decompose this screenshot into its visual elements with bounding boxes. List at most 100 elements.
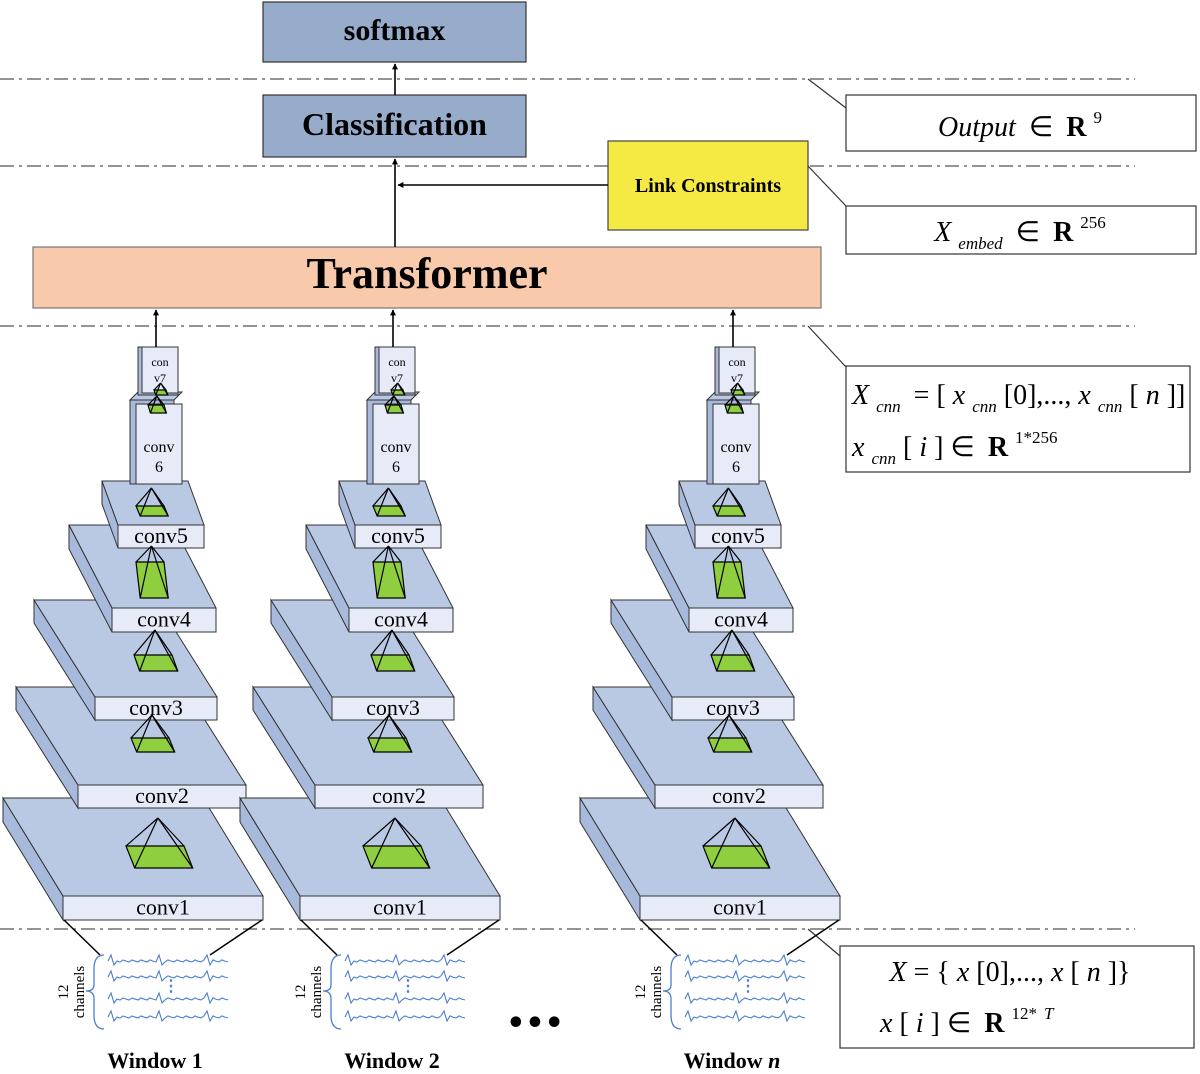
dimension-exponent: 9 xyxy=(1093,108,1102,127)
pointer-embed xyxy=(807,165,847,207)
n-symbol: n xyxy=(1146,380,1160,411)
conv5-layer: conv5 xyxy=(338,480,442,549)
cnn-subscript: cnn xyxy=(972,397,997,416)
window-label: Window 2 xyxy=(344,1048,440,1073)
layer-label: conv5 xyxy=(711,523,765,548)
cnn-subscript: cnn xyxy=(876,397,901,416)
layer-label: conv5 xyxy=(371,523,425,548)
i-symbol: i xyxy=(919,432,927,463)
window-connector xyxy=(209,919,263,956)
dimension-exponent: 1*256 xyxy=(1015,428,1058,447)
index-text: [0],..., xyxy=(976,957,1044,988)
layer-label: conv2 xyxy=(712,783,766,808)
kernel-pyramid xyxy=(147,395,168,414)
bracket: [ xyxy=(1129,380,1138,411)
layer-label: conv3 xyxy=(129,695,183,720)
column-ellipsis: ••• xyxy=(506,1006,564,1041)
real-set-symbol: R xyxy=(1066,112,1087,143)
x-symbol: x xyxy=(952,380,966,411)
conv6-label-line2: 6 xyxy=(155,459,163,476)
conv6-label-line2: 6 xyxy=(392,459,400,476)
layer-label: conv1 xyxy=(713,895,767,920)
row-ellipsis: ⋮ xyxy=(163,978,179,995)
conv6-label-line2: 6 xyxy=(732,459,740,476)
embed-annotation-box: X embed ∈ R 256 xyxy=(845,205,1197,256)
t-exponent: T xyxy=(1044,1004,1055,1023)
svg-text:x cnn [ i: x cnn [ i ] ∈ R 1*256 xyxy=(851,428,1058,471)
pointer-output xyxy=(807,78,847,109)
cnn-column: conv1conv2conv3conv4conv5conv6conv7⋮12ch… xyxy=(239,309,501,1073)
classification-block: Classification xyxy=(262,94,527,158)
cnn-column: conv1conv2conv3conv4conv5conv6conv7⋮12ch… xyxy=(2,309,264,1073)
kernel-pyramid xyxy=(707,714,753,753)
transformer-block: Transformer xyxy=(32,246,822,309)
bracket: [ xyxy=(903,432,912,463)
kernel-pyramid xyxy=(372,545,406,599)
kernel-pyramid xyxy=(370,629,416,672)
x-symbol: x xyxy=(956,957,970,988)
input-annotation-box: X = { x [0],..., x [ n ]} x [ i ] ∈ R 12… xyxy=(839,945,1195,1049)
real-set-symbol: R xyxy=(984,1008,1005,1039)
conv5-layer: conv5 xyxy=(101,480,205,549)
layer-label: conv1 xyxy=(373,895,427,920)
window-index: n xyxy=(768,1048,780,1073)
link-constraints-block: Link Constraints xyxy=(607,140,809,231)
equals-symbol: = [ xyxy=(914,380,946,411)
channels-label: 12channels xyxy=(56,966,88,1019)
channels-label: 12channels xyxy=(633,966,665,1019)
in-symbol: ∈ xyxy=(1029,112,1053,143)
dimension-exponent: 12* xyxy=(1012,1004,1038,1023)
conv7-label-line1: con xyxy=(388,355,405,369)
pointer-input xyxy=(807,928,841,957)
x-symbol: x xyxy=(851,432,865,463)
kernel-pyramid xyxy=(384,395,405,414)
x-symbol: x xyxy=(1077,380,1091,411)
layer-label: conv2 xyxy=(372,783,426,808)
kernel-pyramid xyxy=(712,487,747,517)
layer-label: conv3 xyxy=(366,695,420,720)
layer-label: conv2 xyxy=(135,783,189,808)
conv7-layer: con v7 xyxy=(714,346,756,396)
svg-text:Output ∈ R 9: Output ∈ R 9 xyxy=(938,108,1102,143)
conv6-label-line1: conv xyxy=(143,439,174,456)
window-connector xyxy=(300,919,338,956)
link-constraints-label: Link Constraints xyxy=(635,175,781,197)
row-ellipsis: ⋮ xyxy=(740,978,756,995)
svg-text:X embed ∈ R: X embed ∈ R 256 xyxy=(933,213,1106,256)
conv6-layer: conv 6 xyxy=(365,391,421,485)
output-symbol: Output xyxy=(938,112,1017,143)
in-symbol: ] ∈ xyxy=(934,432,975,463)
conv7-label-line1: con xyxy=(728,355,745,369)
kernel-pyramid xyxy=(390,382,406,396)
kernel-pyramid xyxy=(362,817,431,869)
kernel-pyramid xyxy=(730,382,746,396)
svg-text:X cnn = [ x: X cnn = [ x cnn [0],..., x cnn [ n ]] xyxy=(851,380,1185,419)
layer-label: conv4 xyxy=(714,607,768,632)
real-set-symbol: R xyxy=(1053,217,1074,248)
cnn-column: conv1conv2conv3conv4conv5conv6conv7⋮12ch… xyxy=(579,309,841,1073)
row-ellipsis: ⋮ xyxy=(400,978,416,995)
bracket: ]] xyxy=(1167,380,1186,411)
pointer-cnn xyxy=(807,325,847,368)
conv5-layer: conv5 xyxy=(678,480,782,549)
cnn-subscript: cnn xyxy=(871,449,896,468)
cnn-columns: conv1 conv2 conv3 conv4 conv5 conv 6 con v7 ⋮ 12ch… xyxy=(2,309,841,1073)
embed-x-symbol: X xyxy=(933,217,952,248)
kernel-pyramid xyxy=(125,817,194,869)
window-label: Window 1 xyxy=(107,1048,203,1073)
conv6-label-line1: conv xyxy=(380,439,411,456)
x-symbol: x xyxy=(1050,957,1064,988)
conv7-label-line2: v7 xyxy=(731,371,743,385)
x-symbol: x xyxy=(879,1008,893,1039)
kernel-pyramid xyxy=(702,817,771,869)
in-symbol: ∈ xyxy=(1016,217,1040,248)
channels-word: channels xyxy=(649,966,665,1019)
window-label-text: Window xyxy=(684,1048,769,1073)
cnn-annotation-box: X cnn = [ x cnn [0],..., x cnn [ n ]] x … xyxy=(845,365,1191,473)
conv7-label-line2: v7 xyxy=(154,371,166,385)
window-label-text: Window 1 xyxy=(107,1048,203,1073)
ecg-signal: ⋮ xyxy=(85,953,229,1030)
